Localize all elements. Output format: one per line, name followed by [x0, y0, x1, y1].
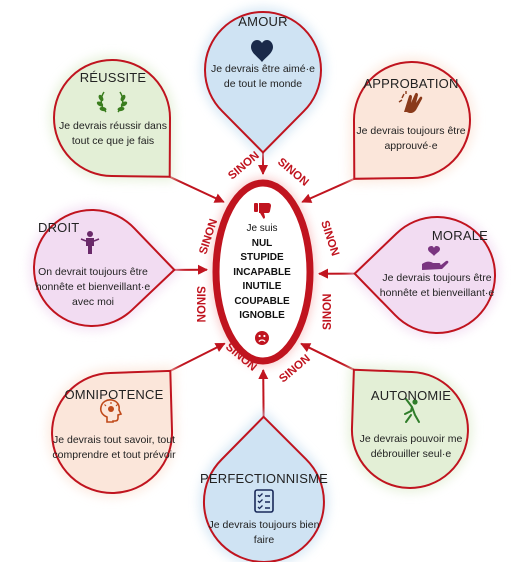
bubble-morale: MORALE Je devrais toujours être honnête … [376, 228, 498, 301]
bubble-group [29, 6, 500, 562]
hand-heart-icon [422, 246, 449, 270]
bubble-text: On devrait toujours être honnête et bien… [35, 266, 151, 308]
center-word: COUPABLE [234, 295, 290, 307]
bubble-shape-morale [353, 216, 497, 334]
bubble-shape-omnipotence [51, 369, 174, 494]
center-word: STUPIDE [240, 252, 284, 263]
bubble-title: PERFECTIONNISME [200, 471, 328, 486]
lightbulb-head-icon [99, 399, 123, 423]
sinon-label-top-left: SINON [226, 150, 262, 183]
arrow-autonomie [300, 342, 355, 371]
bubble-perfectionnisme: PERFECTIONNISME Je devrais toujours bien… [200, 471, 328, 548]
bubble-text: Je devrais être aimé·e de tout le monde [211, 63, 315, 90]
bubble-reussite: RÉUSSITE Je devrais réussir dans tout ce… [58, 70, 168, 149]
sinon-label-right-top: SINON [318, 219, 341, 257]
bubble-title: OMNIPOTENCE [64, 387, 164, 402]
bubble-shape-droit [33, 209, 176, 327]
sinon-label-left-bottom: SINON [194, 286, 206, 322]
bubble-title: RÉUSSITE [79, 70, 147, 85]
center-word: IGNOBLE [239, 310, 285, 321]
bubble-shape-approbation [352, 61, 471, 180]
center-word: INUTILE [242, 281, 282, 292]
center-word: NUL [251, 237, 273, 249]
center-word: INCAPABLE [233, 266, 291, 278]
center-oval [212, 179, 314, 365]
sad-face-icon [255, 331, 269, 345]
bubble-text: Je devrais réussir dans tout ce que je f… [59, 120, 167, 147]
laurel-icon [96, 91, 128, 113]
bubble-omnipotence: OMNIPOTENCE Je devrais tout savoir, tout… [52, 387, 176, 463]
bubble-shape-reussite [53, 59, 172, 178]
bubble-amour: AMOUR Je devrais être aimé·e de tout le … [207, 14, 319, 92]
arrow-reussite [169, 175, 225, 203]
center-intro: Je suis [246, 223, 278, 234]
thumbs-down-icon [254, 203, 271, 219]
bubble-autonomie: AUTONOMIE Je devrais pouvoir me débrouil… [355, 388, 467, 462]
person-reaching-icon [404, 398, 420, 423]
bubble-shape-autonomie [350, 368, 469, 489]
person-icon [80, 231, 100, 254]
bubble-text: Je devrais pouvoir me débrouiller seul·e [359, 433, 463, 460]
bubble-droit: DROIT On devrait toujours être honnête e… [32, 220, 154, 310]
bubble-text: Je devrais toujours être honnête et bien… [379, 272, 495, 299]
bubble-text: Je devrais tout savoir, tout comprendre … [52, 434, 176, 461]
clapping-hands-icon [398, 91, 423, 114]
center-text: Je suis NUL STUPIDE INCAPABLE INUTILE CO… [222, 222, 302, 324]
bubble-text: Je devrais toujours être approuvé·e [356, 125, 466, 152]
arrow-approbation [301, 177, 355, 203]
checklist-icon [254, 489, 274, 513]
bubble-shape-amour [204, 10, 322, 154]
bubble-title: APPROBATION [363, 76, 459, 91]
arrow-omnipotence [169, 342, 226, 372]
bubble-text: Je devrais toujours bien faire [208, 519, 320, 546]
heart-icon [251, 40, 273, 62]
bubble-title: MORALE [431, 228, 488, 243]
sinon-label-right-bottom: SINON [322, 294, 334, 330]
arrow-group [169, 152, 355, 417]
bubble-title: DROIT [38, 220, 80, 235]
bubble-title: AUTONOMIE [370, 388, 452, 403]
bubble-approbation: APPROBATION Je devrais toujours être app… [355, 76, 467, 154]
bubble-title: AMOUR [238, 14, 288, 29]
